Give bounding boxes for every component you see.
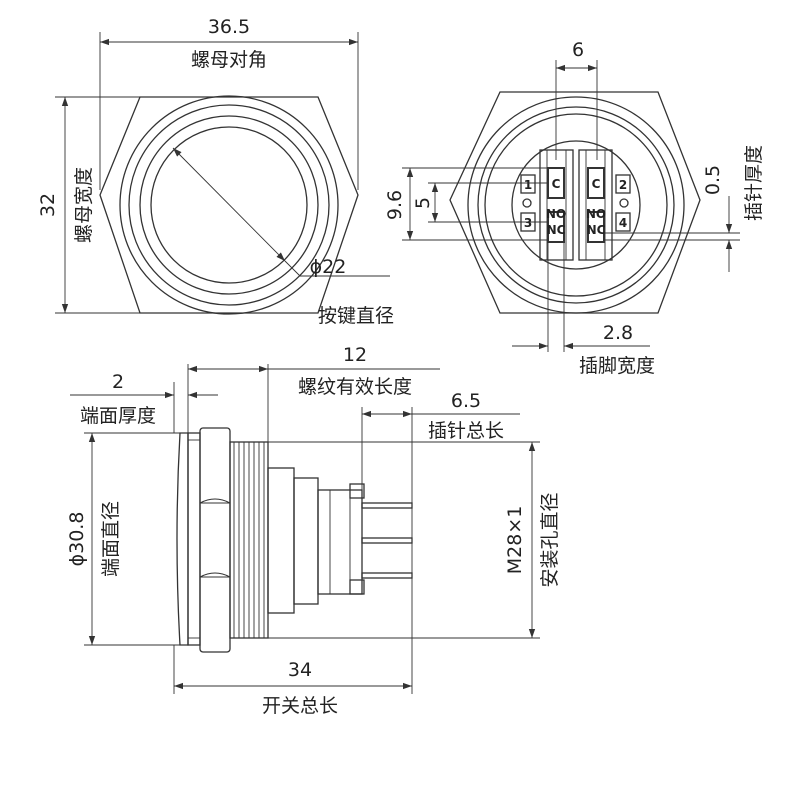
terminal-mark-nc-right: NC xyxy=(587,223,606,237)
face-thickness-value: 2 xyxy=(112,371,124,393)
terminal-pitch-value: 5 xyxy=(412,197,434,209)
nut-across-corners-label: 螺母对角 xyxy=(191,49,267,71)
total-length-label: 开关总长 xyxy=(262,695,338,717)
terminal-mark-nc-left: NC xyxy=(547,223,566,237)
terminal-mark-c-right: C xyxy=(592,177,601,191)
side-face-cap xyxy=(176,432,189,646)
thread-length-value: 12 xyxy=(343,344,367,366)
rear-body-ring xyxy=(477,106,675,304)
pin-width-label: 插脚宽度 xyxy=(579,355,655,377)
button-diameter-label: 按键直径 xyxy=(318,305,394,327)
terminal-height-value: 9.6 xyxy=(384,190,406,220)
side-body xyxy=(267,467,295,614)
thread-length-label: 螺纹有效长度 xyxy=(298,376,412,398)
pin-thickness-value: 0.5 xyxy=(702,165,724,195)
side-hex-nut xyxy=(199,427,231,653)
front-view: 36.5 螺母对角 32 螺母宽度 ϕ22 按键直径 xyxy=(37,16,394,327)
terminal-mark-4: 4 xyxy=(619,216,627,230)
terminal-mark-no-left: NO xyxy=(546,207,566,221)
rear-hex-nut xyxy=(449,91,701,314)
terminal-mark-2: 2 xyxy=(619,178,627,192)
pin-thickness-label: 插针厚度 xyxy=(743,145,765,221)
total-length-value: 34 xyxy=(288,659,312,681)
terminal-mark-c-left: C xyxy=(552,177,561,191)
nut-width-label: 螺母宽度 xyxy=(73,167,95,243)
nut-across-corners-value: 36.5 xyxy=(208,16,250,38)
terminal-mark-3: 3 xyxy=(524,216,532,230)
front-button-inner xyxy=(150,126,308,284)
pin-width-value: 2.8 xyxy=(603,322,633,344)
terminal-mark-no-right: NO xyxy=(586,207,606,221)
rear-body-inner xyxy=(484,113,668,297)
front-face-inner-ring xyxy=(128,104,330,306)
front-face-outer-ring xyxy=(119,95,339,315)
rear-terminal-hub xyxy=(511,140,641,270)
rear-body-outer xyxy=(467,96,685,314)
nut-width-value: 32 xyxy=(37,193,59,217)
dim-line-button-diameter xyxy=(172,147,286,262)
pin-length-value: 6.5 xyxy=(451,390,481,412)
rear-view: 1 C NO NC 2 C NO NC 3 4 6 9.6 5 0.5 插针厚度 xyxy=(384,39,765,377)
front-button-outer xyxy=(139,115,319,295)
terminal-mark-1: 1 xyxy=(524,178,532,192)
face-diameter-value: ϕ30.8 xyxy=(66,512,88,567)
mount-hole-label: 安装孔直径 xyxy=(539,492,561,587)
pin-length-label: 插针总长 xyxy=(428,420,504,442)
mount-hole-value: M28×1 xyxy=(504,506,526,575)
face-diameter-label: 端面直径 xyxy=(100,501,122,577)
button-diameter-value: ϕ22 xyxy=(310,256,347,278)
side-view: 2 端面厚度 12 螺纹有效长度 6.5 插针总长 ϕ30.8 端面直径 M28… xyxy=(66,344,561,717)
pin-spacing-value: 6 xyxy=(572,39,584,61)
face-thickness-label: 端面厚度 xyxy=(80,405,156,427)
